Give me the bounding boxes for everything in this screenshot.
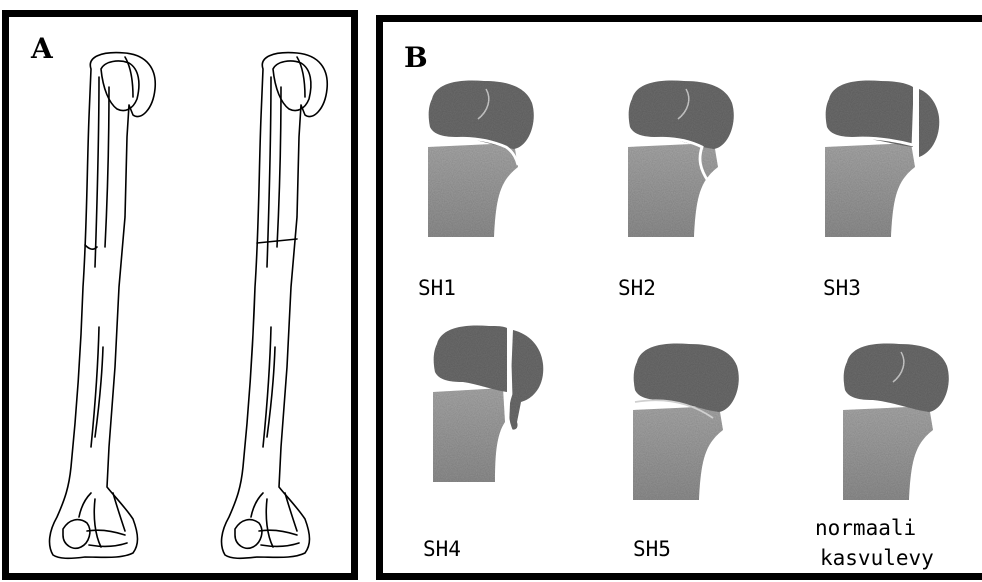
normal-growth-plate-xray xyxy=(833,340,953,500)
sh3-xray xyxy=(815,77,945,237)
sh2-xray xyxy=(618,77,738,237)
sh4-xray xyxy=(423,322,553,482)
sh2-label: SH2 xyxy=(618,274,656,302)
panel-b-letter: B xyxy=(404,44,428,72)
panel-b: B SH1 SH xyxy=(376,15,982,580)
humerus-intact-illustration xyxy=(29,47,159,577)
sh5-xray xyxy=(623,340,743,500)
panel-a: A xyxy=(2,10,358,580)
sh5-label: SH5 xyxy=(633,535,671,563)
sh3-label: SH3 xyxy=(823,274,861,302)
sh4-label: SH4 xyxy=(423,535,461,563)
humerus-fracture-illustration xyxy=(201,47,331,577)
normal-label-line2: kasvulevy xyxy=(820,544,934,572)
normal-label-line1: normaali xyxy=(815,514,916,542)
sh1-xray xyxy=(418,77,538,237)
sh1-label: SH1 xyxy=(418,274,456,302)
